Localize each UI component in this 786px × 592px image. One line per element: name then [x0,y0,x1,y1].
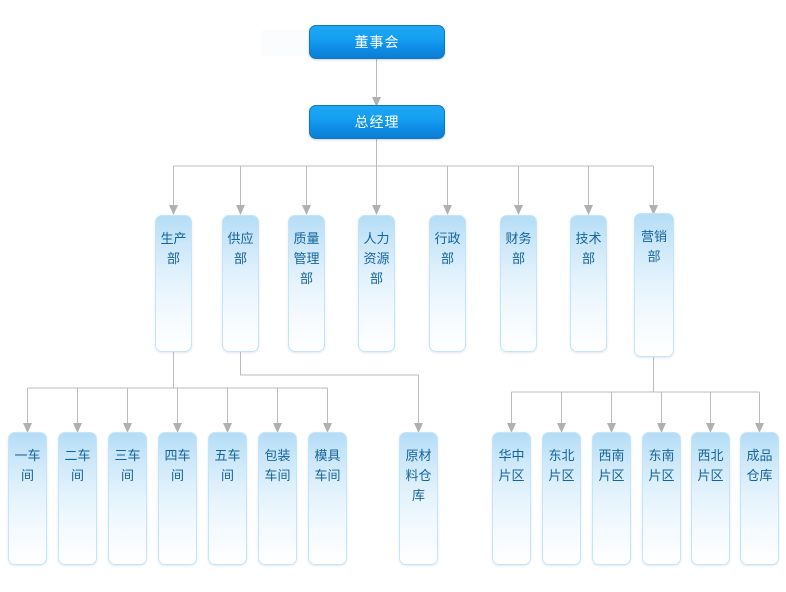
node-dept-quality-label: 质量管理部 [293,232,320,287]
node-workshop-1-label: 一车间 [14,449,41,484]
background-artifact [262,30,310,56]
node-general-manager-label: 总经理 [354,115,400,131]
node-region-southwest-label: 西南片区 [598,449,625,484]
node-workshop-mold[interactable]: 模具车间 [308,432,347,565]
node-dept-quality[interactable]: 质量管理部 [288,215,325,352]
node-workshop-2-label: 二车间 [64,449,91,484]
node-dept-technology-label: 技术部 [575,232,602,267]
node-warehouse-finished-goods-label: 成品仓库 [746,449,773,484]
node-region-northwest[interactable]: 西北片区 [691,432,730,565]
node-dept-finance-label: 财务部 [505,232,532,267]
node-region-northeast[interactable]: 东北片区 [542,432,581,565]
node-dept-hr-label: 人力资源部 [363,232,390,287]
node-workshop-3[interactable]: 三车间 [108,432,147,565]
node-dept-marketing-label: 营销部 [640,230,667,265]
node-dept-production[interactable]: 生产部 [155,215,192,352]
node-dept-technology[interactable]: 技术部 [570,215,607,352]
node-dept-supply-label: 供应部 [227,232,254,267]
node-region-southwest[interactable]: 西南片区 [592,432,631,565]
node-dept-admin-label: 行政部 [434,232,461,267]
node-workshop-3-label: 三车间 [114,449,141,484]
node-dept-production-label: 生产部 [160,232,187,267]
node-dept-marketing[interactable]: 营销部 [634,213,674,357]
node-dept-admin[interactable]: 行政部 [429,215,466,352]
node-workshop-1[interactable]: 一车间 [8,432,47,565]
node-general-manager[interactable]: 总经理 [309,105,445,139]
node-region-southeast[interactable]: 东南片区 [642,432,681,565]
node-region-northwest-label: 西北片区 [697,449,724,484]
node-board-label: 董事会 [354,35,400,51]
node-region-southeast-label: 东南片区 [648,449,675,484]
node-region-central-china-label: 华中片区 [498,449,525,484]
node-workshop-5-label: 五车间 [214,449,241,484]
node-dept-finance[interactable]: 财务部 [500,215,537,352]
node-workshop-packaging[interactable]: 包装车间 [258,432,297,565]
node-warehouse-raw-material-label: 原材料仓库 [405,449,432,504]
node-board[interactable]: 董事会 [309,25,445,59]
node-region-northeast-label: 东北片区 [548,449,575,484]
node-workshop-5[interactable]: 五车间 [208,432,247,565]
node-workshop-packaging-label: 包装车间 [264,449,291,484]
node-workshop-mold-label: 模具车间 [314,449,341,484]
node-region-central-china[interactable]: 华中片区 [492,432,531,565]
node-dept-supply[interactable]: 供应部 [222,215,259,352]
node-workshop-2[interactable]: 二车间 [58,432,97,565]
node-workshop-4-label: 四车间 [164,449,191,484]
node-workshop-4[interactable]: 四车间 [158,432,197,565]
node-dept-hr[interactable]: 人力资源部 [358,215,395,352]
node-warehouse-raw-material[interactable]: 原材料仓库 [399,432,438,565]
node-warehouse-finished-goods[interactable]: 成品仓库 [740,432,779,565]
